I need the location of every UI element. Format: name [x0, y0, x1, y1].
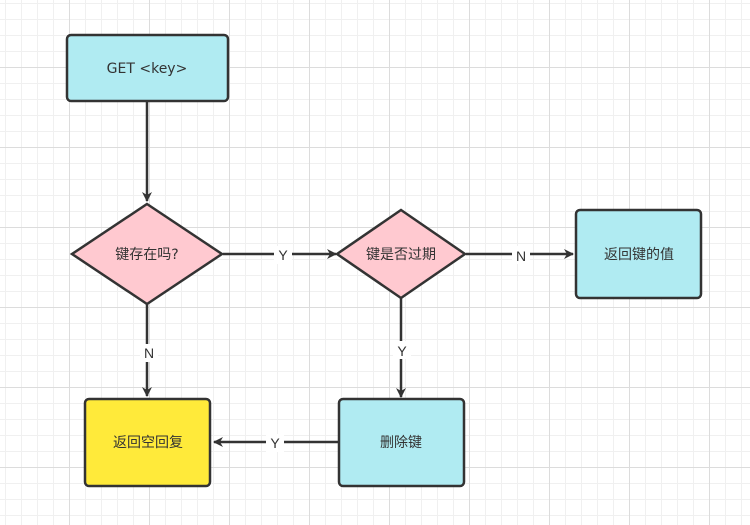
node-key-exists-shape [69, 202, 225, 306]
node-key-expired-label: 键是否过期 [366, 247, 436, 263]
node-key-expired-shape [334, 208, 468, 300]
node-delete-key-shape [337, 397, 466, 488]
edge-labels: Y N N Y Y [140, 246, 530, 452]
edge-label-delete-to-empty: Y [270, 435, 280, 451]
node-delete-key[interactable]: 删除键 [337, 397, 466, 488]
edge-label-expired-no: N [516, 248, 526, 264]
node-get-key[interactable]: GET <key> [65, 33, 230, 103]
node-delete-key-label: 删除键 [380, 435, 422, 451]
edge-label-exists-no: N [144, 345, 154, 361]
node-return-empty-label: 返回空回复 [113, 434, 183, 451]
node-get-key-shape [65, 33, 230, 103]
node-return-value-label: 返回键的值 [604, 247, 674, 263]
node-key-exists[interactable]: 键存在吗? [69, 202, 225, 306]
node-return-value-shape [574, 208, 703, 300]
edge-label-exists-yes: Y [278, 247, 288, 263]
node-return-value[interactable]: 返回键的值 [574, 208, 703, 300]
node-get-key-label: GET <key> [107, 61, 188, 77]
node-return-empty[interactable]: 返回空回复 [83, 397, 212, 488]
edges [142, 101, 574, 447]
node-key-expired[interactable]: 键是否过期 [334, 208, 468, 300]
node-return-empty-shape [83, 397, 212, 488]
node-key-exists-label: 键存在吗? [115, 247, 178, 263]
edge-label-expired-yes: Y [397, 343, 407, 359]
